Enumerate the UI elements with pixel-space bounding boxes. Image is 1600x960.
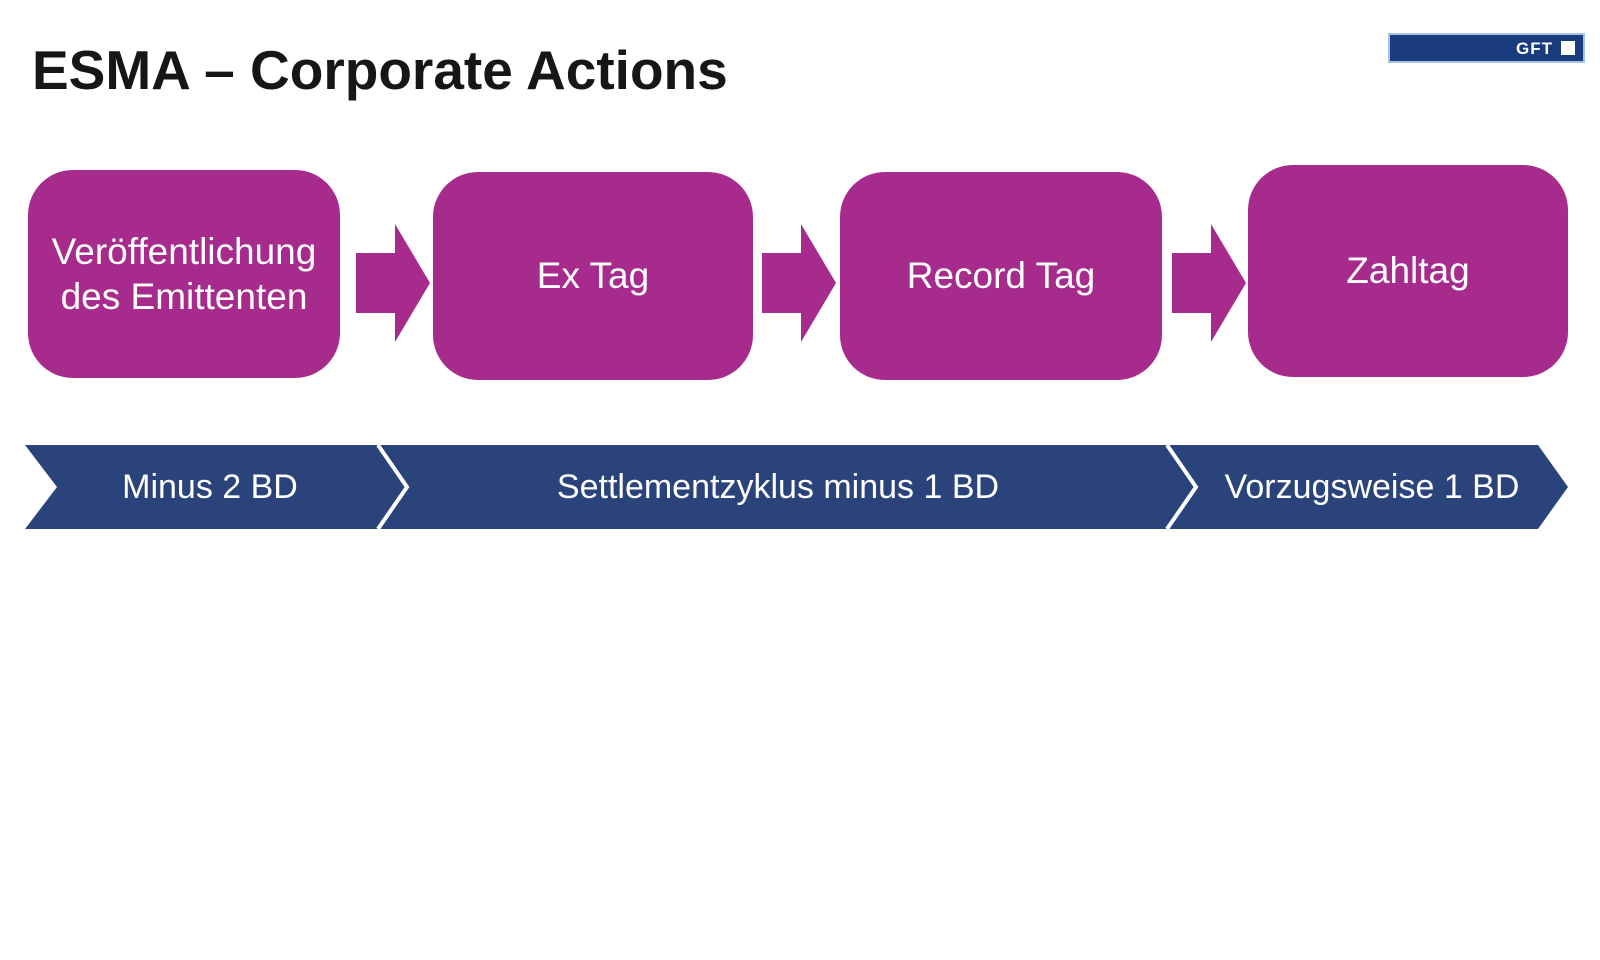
flow-step-ex-tag: Ex Tag — [433, 172, 753, 380]
flow-step-zahltag: Zahltag — [1248, 165, 1568, 377]
timeline-segment-settlementzyklus: Settlementzyklus minus 1 BD — [556, 468, 1000, 506]
flow-step-label: Veröffentlichung des Emittenten — [51, 230, 317, 317]
gft-logo-text: GFT — [1516, 38, 1553, 58]
flow-step-label: Record Tag — [906, 255, 1096, 297]
page-title: ESMA – Corporate Actions — [32, 39, 728, 101]
timeline-segment-vorzugsweise: Vorzugsweise 1 BD — [1224, 468, 1520, 506]
flow-step-record-tag: Record Tag — [840, 172, 1162, 380]
flow-step-label: Zahltag — [1346, 250, 1470, 292]
flow-step-label: Ex Tag — [536, 255, 650, 297]
right-block-arrow-icon — [1172, 224, 1246, 342]
gft-logo: GFT — [1388, 33, 1585, 63]
timeline-band — [25, 445, 1568, 529]
flow-step-veroeffentlichung: Veröffentlichung des Emittenten — [28, 170, 340, 378]
right-block-arrow-icon — [762, 224, 836, 342]
right-block-arrow-icon — [356, 224, 430, 342]
timeline-segment-minus-2-bd: Minus 2 BD — [122, 468, 298, 506]
gft-logo-square-icon — [1561, 41, 1575, 55]
